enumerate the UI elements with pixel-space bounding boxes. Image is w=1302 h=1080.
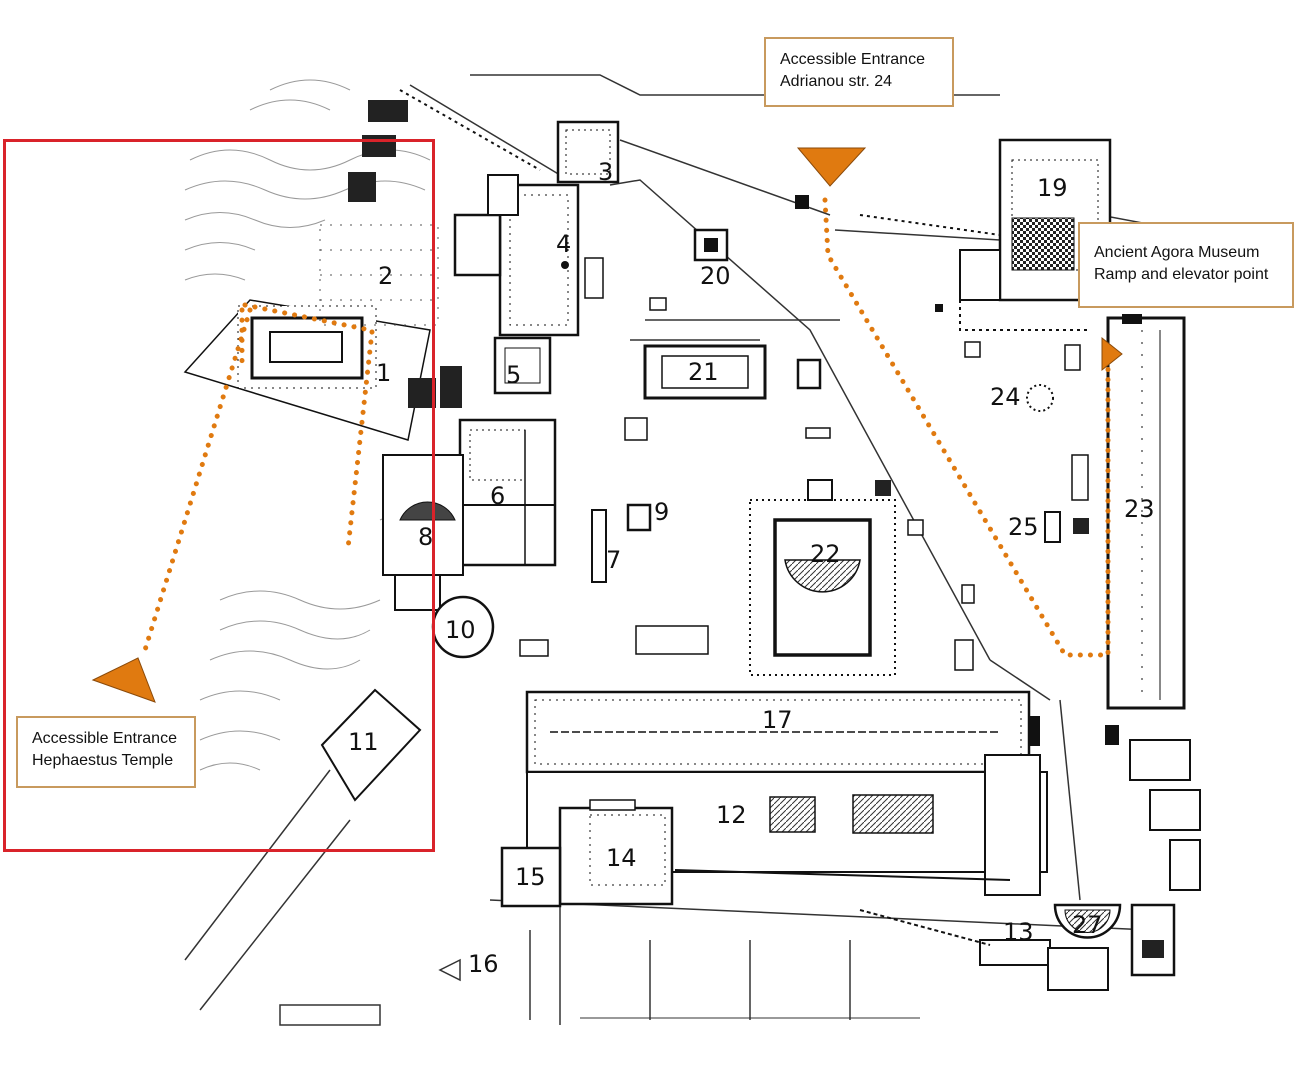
route-hephaestus-east: [345, 329, 375, 551]
south-features: [279, 940, 920, 1026]
building-15: [500, 846, 562, 908]
label-3: 3: [598, 158, 613, 186]
label-20: 20: [700, 262, 731, 290]
callout-hephaestus-line1: Accessible Entrance: [32, 730, 177, 747]
route-hephaestus-west: [142, 307, 253, 653]
building-9: [626, 503, 652, 532]
triangle-marker-icon: [796, 147, 867, 187]
callout-hephaestus-line2: Hephaestus Temple: [32, 752, 174, 769]
label-15: 15: [515, 863, 546, 891]
building-7: [591, 509, 607, 583]
building-27: [1047, 903, 1176, 991]
label-8: 8: [418, 523, 433, 551]
north-stoa: [399, 89, 1001, 236]
callout-adrianou-entrance: Accessible Entrance Adrianou str. 24: [764, 37, 954, 107]
building-23-stoa-of-attalos: [1106, 314, 1186, 710]
label-11: 11: [348, 728, 379, 756]
building-4: [453, 174, 580, 337]
building-3: [556, 120, 620, 184]
label-23: 23: [1124, 495, 1155, 523]
callout-hephaestus-entrance: Accessible Entrance Hephaestus Temple: [16, 716, 196, 788]
building-6: [458, 418, 557, 567]
label-16: 16: [468, 950, 499, 978]
building-11: [320, 688, 422, 802]
callout-museum-line2: Ramp and elevator point: [1094, 266, 1269, 283]
route-temple-loop: [239, 302, 373, 373]
building-5: [493, 336, 552, 395]
label-27: 27: [1072, 911, 1103, 939]
label-5: 5: [506, 361, 521, 389]
label-22: 22: [810, 540, 841, 568]
label-2: 2: [378, 262, 393, 290]
label-10: 10: [445, 616, 476, 644]
label-24: 24: [990, 383, 1021, 411]
label-1: 1: [376, 359, 391, 387]
callout-museum-ramp: Ancient Agora Museum Ramp and elevator p…: [1078, 222, 1294, 308]
building-20: [693, 228, 729, 262]
building-25: [1044, 511, 1089, 543]
callout-adrianou-line1: Accessible Entrance: [780, 51, 925, 68]
accessible-routes: [142, 197, 1111, 658]
building-22-odeion: [749, 479, 896, 676]
label-6: 6: [490, 482, 505, 510]
dark-markers: [795, 195, 1119, 746]
building-21: [643, 344, 822, 400]
minor-features: [519, 257, 1089, 671]
entrance-markers: [91, 147, 1123, 703]
label-9: 9: [654, 498, 669, 526]
building-24: [1026, 384, 1054, 412]
label-17: 17: [762, 706, 793, 734]
label-21: 21: [688, 358, 719, 386]
label-12: 12: [716, 801, 747, 829]
label-4: 4: [556, 230, 571, 258]
building-number-labels: 1 2 3 4 5 6 7 8 9 10 11 12 13 14 15 16 1…: [348, 158, 1155, 978]
label-19: 19: [1037, 174, 1068, 202]
triangle-marker-icon: [1101, 336, 1123, 372]
building-14: [558, 799, 674, 906]
label-13: 13: [1003, 918, 1034, 946]
callout-museum-line1: Ancient Agora Museum: [1094, 244, 1260, 261]
route-adrianou: [822, 197, 1111, 658]
triangle-marker-icon: [91, 657, 156, 703]
label-25: 25: [1008, 513, 1039, 541]
callout-adrianou-line2: Adrianou str. 24: [780, 73, 893, 90]
label-7: 7: [606, 546, 621, 574]
label-14: 14: [606, 844, 637, 872]
east-buildings: [1129, 739, 1201, 891]
building-1-hephaestus-temple: [183, 299, 462, 441]
building-13: [859, 909, 1051, 966]
